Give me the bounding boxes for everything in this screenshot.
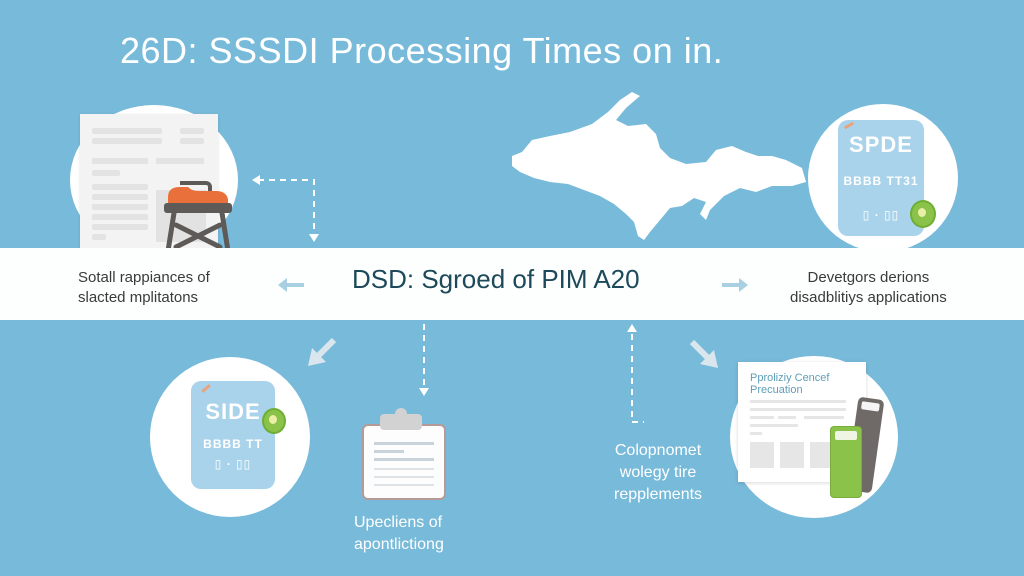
michigan-upper-peninsula-map	[512, 92, 806, 240]
dashed-down-arrow	[419, 324, 429, 396]
clipboard-clip-top	[395, 408, 407, 420]
clipboard-clip	[380, 414, 422, 430]
side-card-title: SIDE	[205, 399, 261, 424]
diagonal-arrow-down-left	[308, 337, 337, 366]
central-band	[0, 248, 1024, 320]
component-caption: Colopnomet wolegy tire repplements	[614, 442, 703, 503]
orange-tag-icon	[843, 121, 855, 130]
right-arrow-icon	[722, 278, 748, 292]
spde-card-row2: ▯ · ▯▯	[862, 208, 900, 222]
spde-card-row1: BBBB TT31	[843, 174, 919, 188]
left-arrow-icon	[278, 278, 304, 292]
avocado-icon	[262, 408, 286, 434]
band-right-text: Devetgors derions disadblitiys applicati…	[790, 269, 947, 306]
side-card: SIDE BBBB TT ▯ · ▯▯	[191, 381, 275, 489]
spde-card: SPDE BBBB TT31 ▯ · ▯▯	[838, 120, 924, 236]
avocado-icon	[910, 200, 936, 228]
page-title: 26D: SSSDI Processing Times on in.	[120, 30, 724, 71]
dashed-connector-arrow	[252, 175, 319, 242]
side-card-row1: BBBB TT	[203, 437, 263, 451]
dashed-up-arrow	[627, 324, 644, 423]
stool-icon	[162, 175, 234, 254]
spde-card-title: SPDE	[849, 132, 913, 157]
diagonal-arrow-down-right	[689, 339, 718, 368]
clipboard-caption: Upecliens of apontlictiong	[354, 514, 444, 553]
orange-tag-icon	[201, 384, 211, 393]
band-center-title: DSD: Sgroed of PIM A20	[352, 264, 640, 294]
green-device-icon	[830, 426, 862, 498]
document-heading: Pproliziy Cencef Precuation	[750, 372, 830, 396]
band-left-text: Sotall rappiances of slacted mplitatons	[78, 269, 210, 306]
side-card-row2: ▯ · ▯▯	[214, 457, 252, 471]
clipboard-icon	[362, 424, 446, 500]
